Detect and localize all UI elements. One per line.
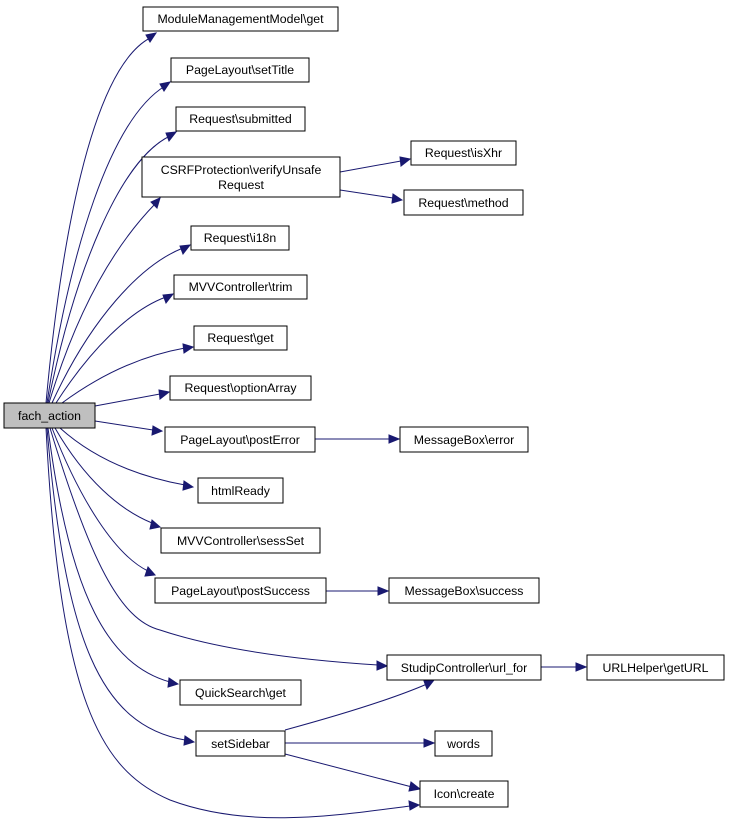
edge-root-to-i18n xyxy=(51,244,192,404)
node-page-layout-post-success[interactable]: PageLayout\postSuccess xyxy=(154,577,327,604)
edge-post-success-to-message-success xyxy=(326,586,390,596)
node-label: MessageBox\error xyxy=(414,433,514,447)
edge-root-to-verify-unsafe-request xyxy=(48,197,161,404)
edge-root-to-post-success xyxy=(51,427,157,577)
edge-root-to-request-get xyxy=(61,343,195,404)
node-label: URLHelper\getURL xyxy=(603,661,709,675)
edge-root-to-post-error xyxy=(94,420,164,436)
node-mvv-controller-trim[interactable]: MVVController\trim xyxy=(173,274,308,300)
node-label: htmlReady xyxy=(211,484,271,498)
edge-set-sidebar-to-words xyxy=(285,738,436,748)
node-url-helper-get-url[interactable]: URLHelper\getURL xyxy=(586,654,725,681)
node-label: Request xyxy=(218,178,264,192)
edge-root-to-html-ready xyxy=(59,427,195,491)
node-label: setSidebar xyxy=(211,737,270,751)
node-label: Request\isXhr xyxy=(425,146,502,160)
edge-root-to-set-sidebar xyxy=(46,427,196,746)
edge-verify-to-is-xhr xyxy=(339,156,412,173)
edge-url-for-to-get-url xyxy=(541,662,588,672)
node-label: MVVController\trim xyxy=(189,280,293,294)
node-message-box-success[interactable]: MessageBox\success xyxy=(388,577,540,604)
node-label: words xyxy=(446,737,480,751)
node-label: PageLayout\postSuccess xyxy=(171,584,310,598)
node-label: Icon\create xyxy=(434,787,495,801)
node-request-option-array[interactable]: Request\optionArray xyxy=(169,375,312,401)
node-icon-create[interactable]: Icon\create xyxy=(419,780,509,808)
node-label: Request\optionArray xyxy=(184,381,297,395)
node-label: PageLayout\postError xyxy=(180,433,300,447)
node-label: CSRFProtection\verifyUnsafe xyxy=(161,163,322,177)
node-html-ready[interactable]: htmlReady xyxy=(197,477,284,504)
node-page-layout-post-error[interactable]: PageLayout\postError xyxy=(164,426,316,453)
node-label: fach_action xyxy=(18,409,81,423)
edge-root-to-module-management-get xyxy=(45,32,158,404)
node-mvv-controller-sess-set[interactable]: MVVController\sessSet xyxy=(160,527,321,554)
node-label: Request\method xyxy=(418,196,508,210)
node-module-management-get[interactable]: ModuleManagementModel\get xyxy=(142,6,339,32)
node-message-box-error[interactable]: MessageBox\error xyxy=(399,426,529,453)
node-label: MessageBox\success xyxy=(405,584,524,598)
node-request-get[interactable]: Request\get xyxy=(193,325,288,351)
node-studip-controller-url-for[interactable]: StudipController\url_for xyxy=(386,654,542,681)
node-words[interactable]: words xyxy=(434,730,493,757)
edge-post-error-to-message-error xyxy=(315,434,401,444)
edge-verify-to-method xyxy=(339,189,404,204)
node-set-sidebar[interactable]: setSidebar xyxy=(195,730,286,757)
edge-root-to-url-for xyxy=(49,427,389,671)
node-request-method[interactable]: Request\method xyxy=(403,189,524,216)
node-label: QuickSearch\get xyxy=(195,686,286,700)
node-request-i18n[interactable]: Request\i18n xyxy=(190,225,290,251)
edge-root-to-quick-search xyxy=(47,427,180,688)
node-label: Request\i18n xyxy=(204,231,277,245)
edge-root-to-option-array xyxy=(94,389,171,407)
edge-root-to-request-submitted xyxy=(47,131,178,404)
node-verify-unsafe-request[interactable]: CSRFProtection\verifyUnsafe Request xyxy=(141,156,341,198)
edge-root-to-set-title xyxy=(46,81,172,404)
edge-root-to-mvv-trim xyxy=(55,293,175,404)
node-fach-action[interactable]: fach_action xyxy=(3,402,96,429)
edge-root-to-icon-create xyxy=(45,427,421,819)
node-label: PageLayout\setTitle xyxy=(186,63,294,77)
node-quick-search-get[interactable]: QuickSearch\get xyxy=(179,679,302,706)
node-label: Request\get xyxy=(207,331,274,345)
node-page-layout-set-title[interactable]: PageLayout\setTitle xyxy=(170,57,310,83)
node-request-submitted[interactable]: Request\submitted xyxy=(175,106,306,132)
node-label: ModuleManagementModel\get xyxy=(157,12,324,26)
node-request-is-xhr[interactable]: Request\isXhr xyxy=(410,140,517,166)
node-label: Request\submitted xyxy=(189,112,292,126)
edge-set-sidebar-to-url-for xyxy=(284,679,436,731)
node-label: StudipController\url_for xyxy=(401,661,527,675)
node-label: MVVController\sessSet xyxy=(177,534,305,548)
edge-set-sidebar-to-icon-create xyxy=(284,753,422,792)
edge-root-to-sess-set xyxy=(54,427,162,530)
